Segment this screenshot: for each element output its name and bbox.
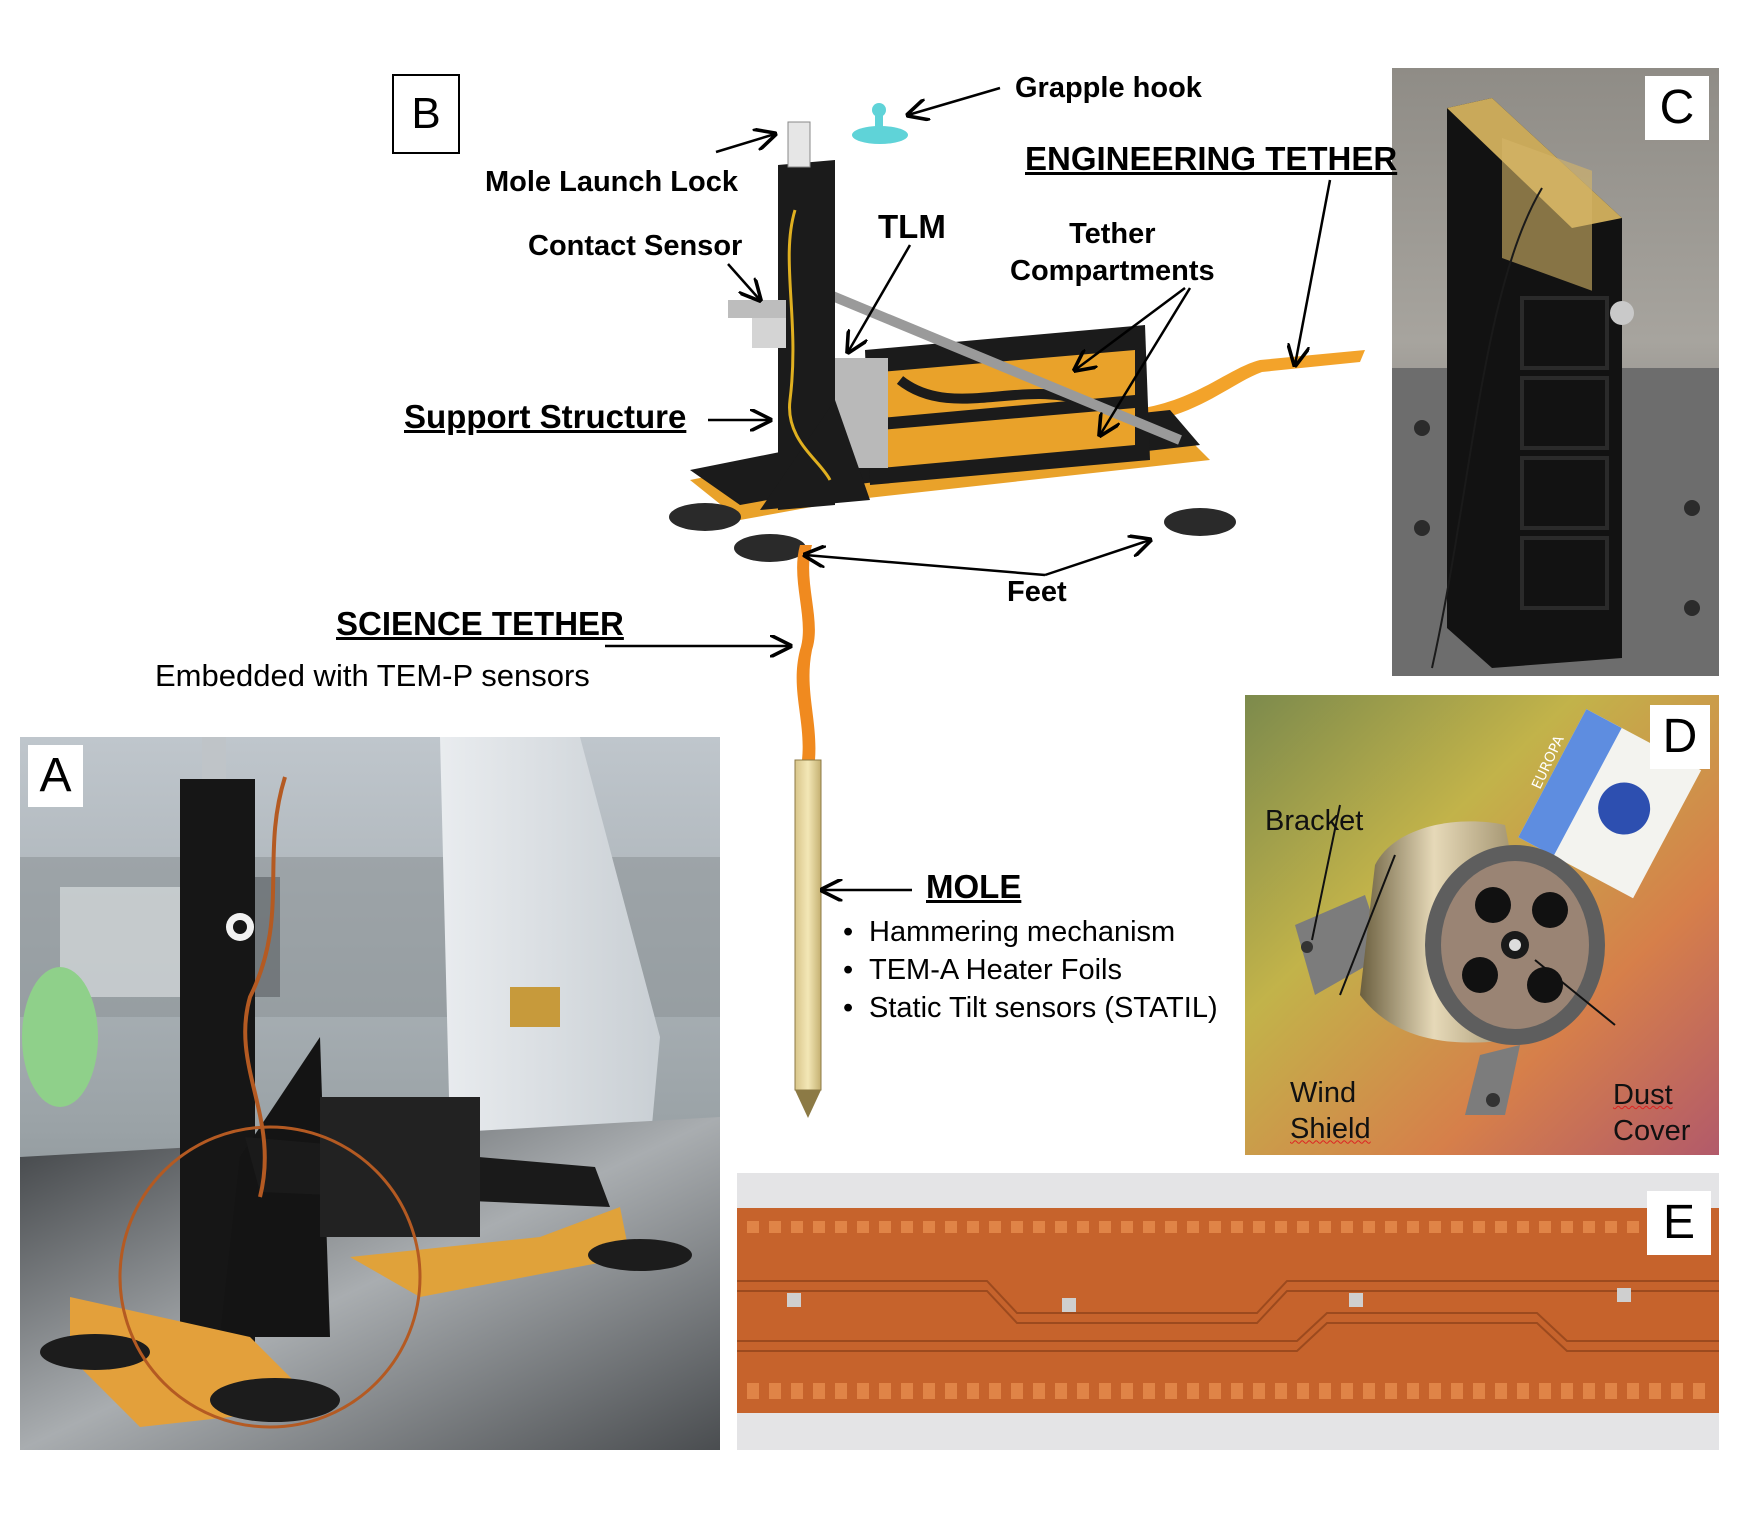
panel-label-b: B <box>411 89 441 138</box>
panel-a-photo: A <box>20 737 720 1450</box>
mole-feature-item: Hammering mechanism <box>843 916 1218 949</box>
feet-label: Feet <box>1007 576 1067 608</box>
mole-label: MOLE <box>926 868 1022 905</box>
panel-c-photo: C <box>1392 68 1719 676</box>
mole-feature-item: TEM-A Heater Foils <box>843 954 1218 987</box>
tether-compartments-line2: Compartments <box>1010 255 1215 287</box>
panel-label-e: E <box>1647 1191 1711 1255</box>
dust-cover-label: Dust Cover <box>1613 1077 1690 1150</box>
support-structure-label: Support Structure <box>404 398 687 435</box>
cover-label: Cover <box>1613 1115 1691 1148</box>
panel-d-photo: EUROPA D Bracket Wind Shield Dust Cover <box>1245 695 1719 1155</box>
dust-label: Dust <box>1613 1079 1673 1111</box>
radiometer-photo: EUROPA <box>1245 695 1719 1155</box>
bracket-label: Bracket <box>1265 805 1364 837</box>
mole-feature-item: Static Tilt sensors (STATIL) <box>843 992 1218 1025</box>
panel-label-a: A <box>28 745 83 807</box>
panel-label-c: C <box>1645 76 1709 140</box>
science-tether-sublabel: Embedded with TEM-P sensors <box>155 658 590 693</box>
shield-label: Shield <box>1290 1113 1371 1146</box>
mole-launch-lock-label: Mole Launch Lock <box>485 166 738 198</box>
panel-label-d: D <box>1650 705 1710 769</box>
science-tether-flex-photo <box>737 1173 1719 1450</box>
panel-label-b-box: B <box>392 74 460 154</box>
engineering-tether-label: ENGINEERING TETHER <box>1025 140 1398 177</box>
tether-compartments-label: Tether Compartments <box>1010 218 1215 288</box>
mole-feature-list: Hammering mechanism TEM-A Heater Foils S… <box>843 916 1218 1030</box>
tether-compartments-line1: Tether <box>1069 218 1156 250</box>
tlm-box-photo <box>1392 68 1719 676</box>
tlm-label: TLM <box>878 208 946 245</box>
grapple-hook-label: Grapple hook <box>1015 72 1202 104</box>
wind-label: Wind <box>1290 1077 1357 1109</box>
wind-shield-label: Wind Shield <box>1290 1075 1371 1148</box>
contact-sensor-label: Contact Sensor <box>528 230 743 262</box>
science-tether-label: SCIENCE TETHER <box>336 605 624 642</box>
panel-e-photo: E <box>737 1173 1719 1450</box>
hp3-flight-model-photo <box>20 737 720 1450</box>
